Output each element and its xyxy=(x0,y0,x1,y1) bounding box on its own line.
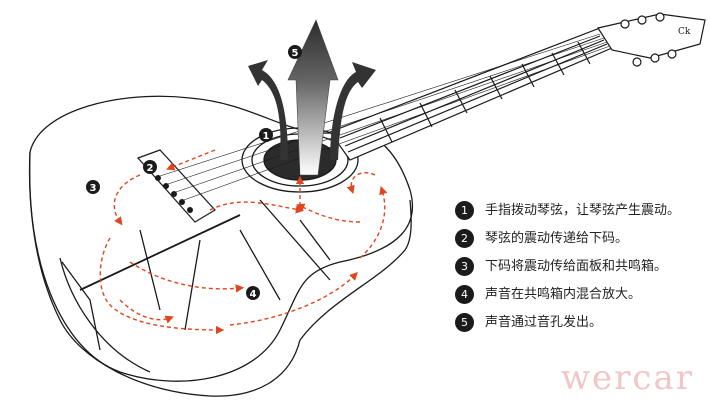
legend-text: 声音通过音孔发出。 xyxy=(485,315,603,330)
guitar-neck xyxy=(159,27,613,201)
legend: 1 手指拨动琴弦，让琴弦产生震动。 2 琴弦的震动传递给下码。 3 下码将震动传… xyxy=(455,200,705,340)
sound-arrow-icon xyxy=(248,19,376,176)
svg-text:Ck: Ck xyxy=(678,27,691,37)
svg-text:5: 5 xyxy=(292,48,299,59)
legend-text: 下码将震动传给面板和共鸣箱。 xyxy=(485,259,668,274)
guitar-headstock: Ck xyxy=(597,12,706,67)
legend-number: 3 xyxy=(455,257,474,276)
vibration-path-icon xyxy=(99,149,388,335)
legend-text: 手指拨动琴弦，让琴弦产生震动。 xyxy=(485,203,681,218)
legend-number: 4 xyxy=(455,285,474,304)
svg-text:3: 3 xyxy=(90,183,97,194)
legend-text: 琴弦的震动传递给下码。 xyxy=(485,231,629,246)
diagram-marker-1: 1 xyxy=(259,128,273,142)
legend-text: 声音在共鸣箱内混合放大。 xyxy=(485,287,642,302)
svg-text:1: 1 xyxy=(263,131,270,142)
watermark: wercar xyxy=(560,358,694,398)
legend-number: 5 xyxy=(455,313,474,332)
bridge xyxy=(136,149,216,223)
diagram-marker-2: 2 xyxy=(143,160,157,174)
legend-item-1: 1 手指拨动琴弦，让琴弦产生震动。 xyxy=(455,200,705,228)
legend-item-3: 3 下码将震动传给面板和共鸣箱。 xyxy=(455,256,705,284)
legend-number: 1 xyxy=(455,201,474,220)
svg-text:2: 2 xyxy=(147,163,154,174)
legend-number: 2 xyxy=(455,229,474,248)
diagram-marker-4: 4 xyxy=(246,286,260,300)
legend-item-2: 2 琴弦的震动传递给下码。 xyxy=(455,228,705,256)
diagram-marker-3: 3 xyxy=(86,180,100,194)
diagram-marker-5: 5 xyxy=(288,45,302,59)
legend-item-4: 4 声音在共鸣箱内混合放大。 xyxy=(455,284,705,312)
svg-text:4: 4 xyxy=(250,289,257,300)
legend-item-5: 5 声音通过音孔发出。 xyxy=(455,312,705,340)
